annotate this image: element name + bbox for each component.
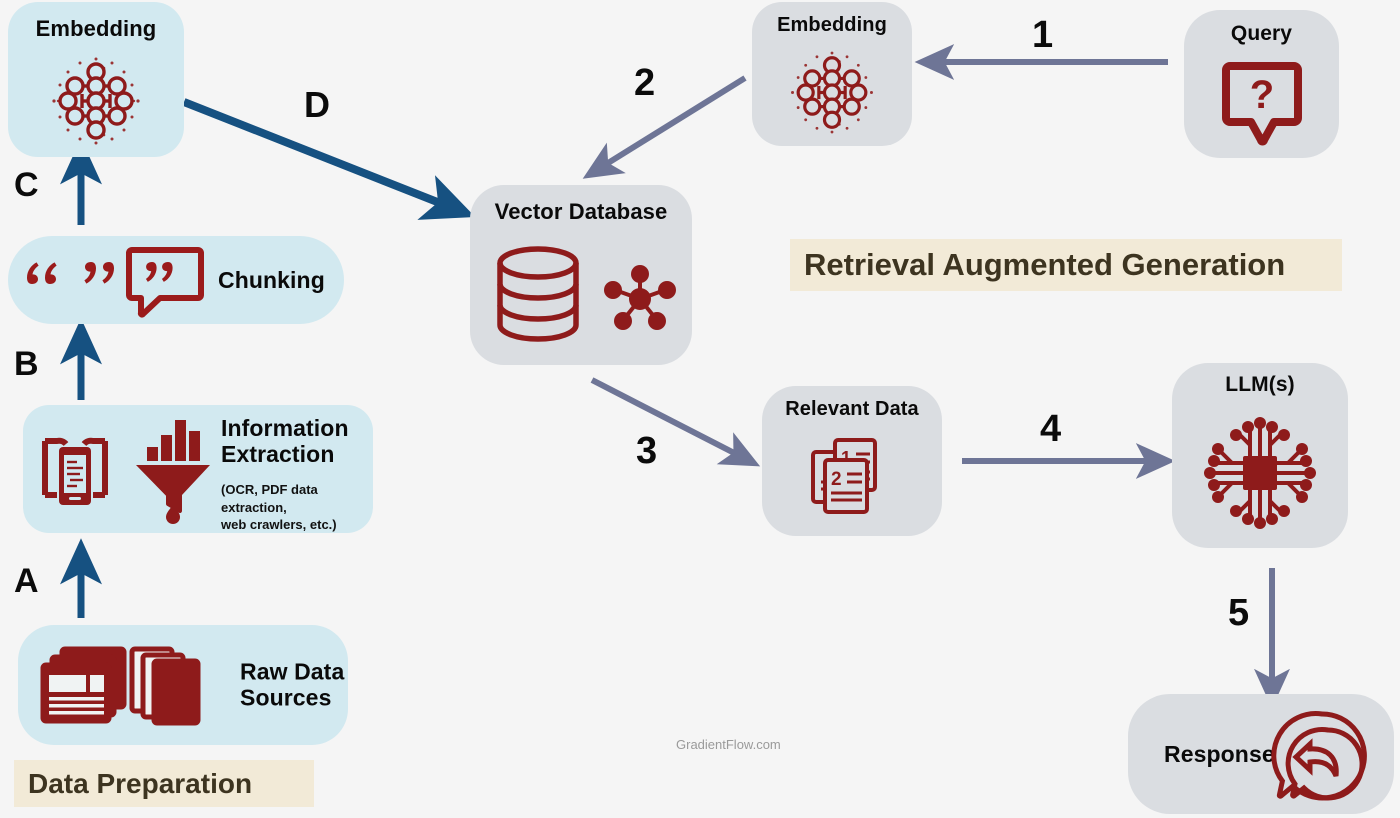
database-cylinder-icon	[494, 243, 590, 347]
node-title: Embedding	[777, 14, 887, 36]
node-title: Embedding	[35, 16, 157, 41]
node-vector-database[interactable]: Vector Database	[470, 185, 692, 365]
banner-label: Retrieval Augmented Generation	[804, 247, 1286, 282]
svg-text:2: 2	[831, 469, 842, 490]
node-embedding-left[interactable]: Embedding	[8, 2, 184, 157]
step-label-d: D	[304, 84, 330, 125]
watermark: GradientFlow.com	[676, 737, 781, 752]
node-embedding-right[interactable]: Embedding	[752, 2, 912, 146]
arrow-2	[582, 75, 747, 179]
node-title: Query	[1230, 22, 1293, 45]
node-subtitle: (OCR, PDF data extraction, web crawlers,…	[221, 482, 337, 533]
step-label-4: 4	[1040, 408, 1062, 450]
step-label-c: C	[14, 166, 39, 204]
node-information-extraction[interactable]: Information Extraction (OCR, PDF data ex…	[23, 405, 373, 533]
stacked-documents-icon	[40, 643, 220, 727]
step-label-2: 2	[634, 62, 656, 104]
node-response[interactable]: Response	[1128, 694, 1394, 814]
svg-text:?: ?	[1249, 73, 1273, 117]
step-label-3: 3	[636, 430, 658, 472]
embedding-network-icon	[46, 54, 146, 149]
cpu-chip-icon	[1194, 407, 1326, 539]
node-title: LLM(s)	[1225, 373, 1295, 396]
numbered-documents-icon: 3 1 2	[809, 434, 895, 520]
funnel-barchart-icon	[128, 417, 214, 524]
arrow-3	[590, 377, 761, 467]
step-label-b: B	[14, 345, 39, 383]
node-title: Response	[1164, 740, 1275, 767]
node-raw-data-sources[interactable]: Raw Data Sources	[18, 625, 348, 745]
banner-data-preparation: Data Preparation	[14, 760, 314, 807]
step-label-a: A	[14, 562, 39, 600]
node-title: Relevant Data	[785, 398, 919, 420]
banner-retrieval-augmented-generation: Retrieval Augmented Generation	[790, 239, 1342, 291]
reply-bubble-icon	[1270, 708, 1374, 804]
vector-nodes-icon	[602, 263, 678, 335]
speech-bubble-quote-icon	[126, 244, 206, 320]
question-bubble-icon: ?	[1220, 58, 1304, 146]
embedding-network-icon	[785, 48, 879, 138]
node-relevant-data[interactable]: Relevant Data 3 1	[762, 386, 942, 536]
node-chunking[interactable]: Chunking	[8, 236, 344, 324]
node-title: Chunking	[218, 266, 325, 293]
node-query[interactable]: Query ?	[1184, 10, 1339, 158]
document-scanner-icon	[37, 427, 113, 511]
step-label-1: 1	[1032, 14, 1054, 56]
node-title: Vector Database	[494, 199, 668, 224]
step-label-5: 5	[1228, 592, 1250, 634]
node-title: Raw Data Sources	[240, 658, 345, 711]
node-llms[interactable]: LLM(s)	[1172, 363, 1348, 548]
quote-open-icon	[26, 254, 72, 298]
quote-close-icon	[84, 254, 130, 298]
banner-label: Data Preparation	[28, 767, 253, 799]
node-title: Information Extraction	[221, 415, 349, 468]
